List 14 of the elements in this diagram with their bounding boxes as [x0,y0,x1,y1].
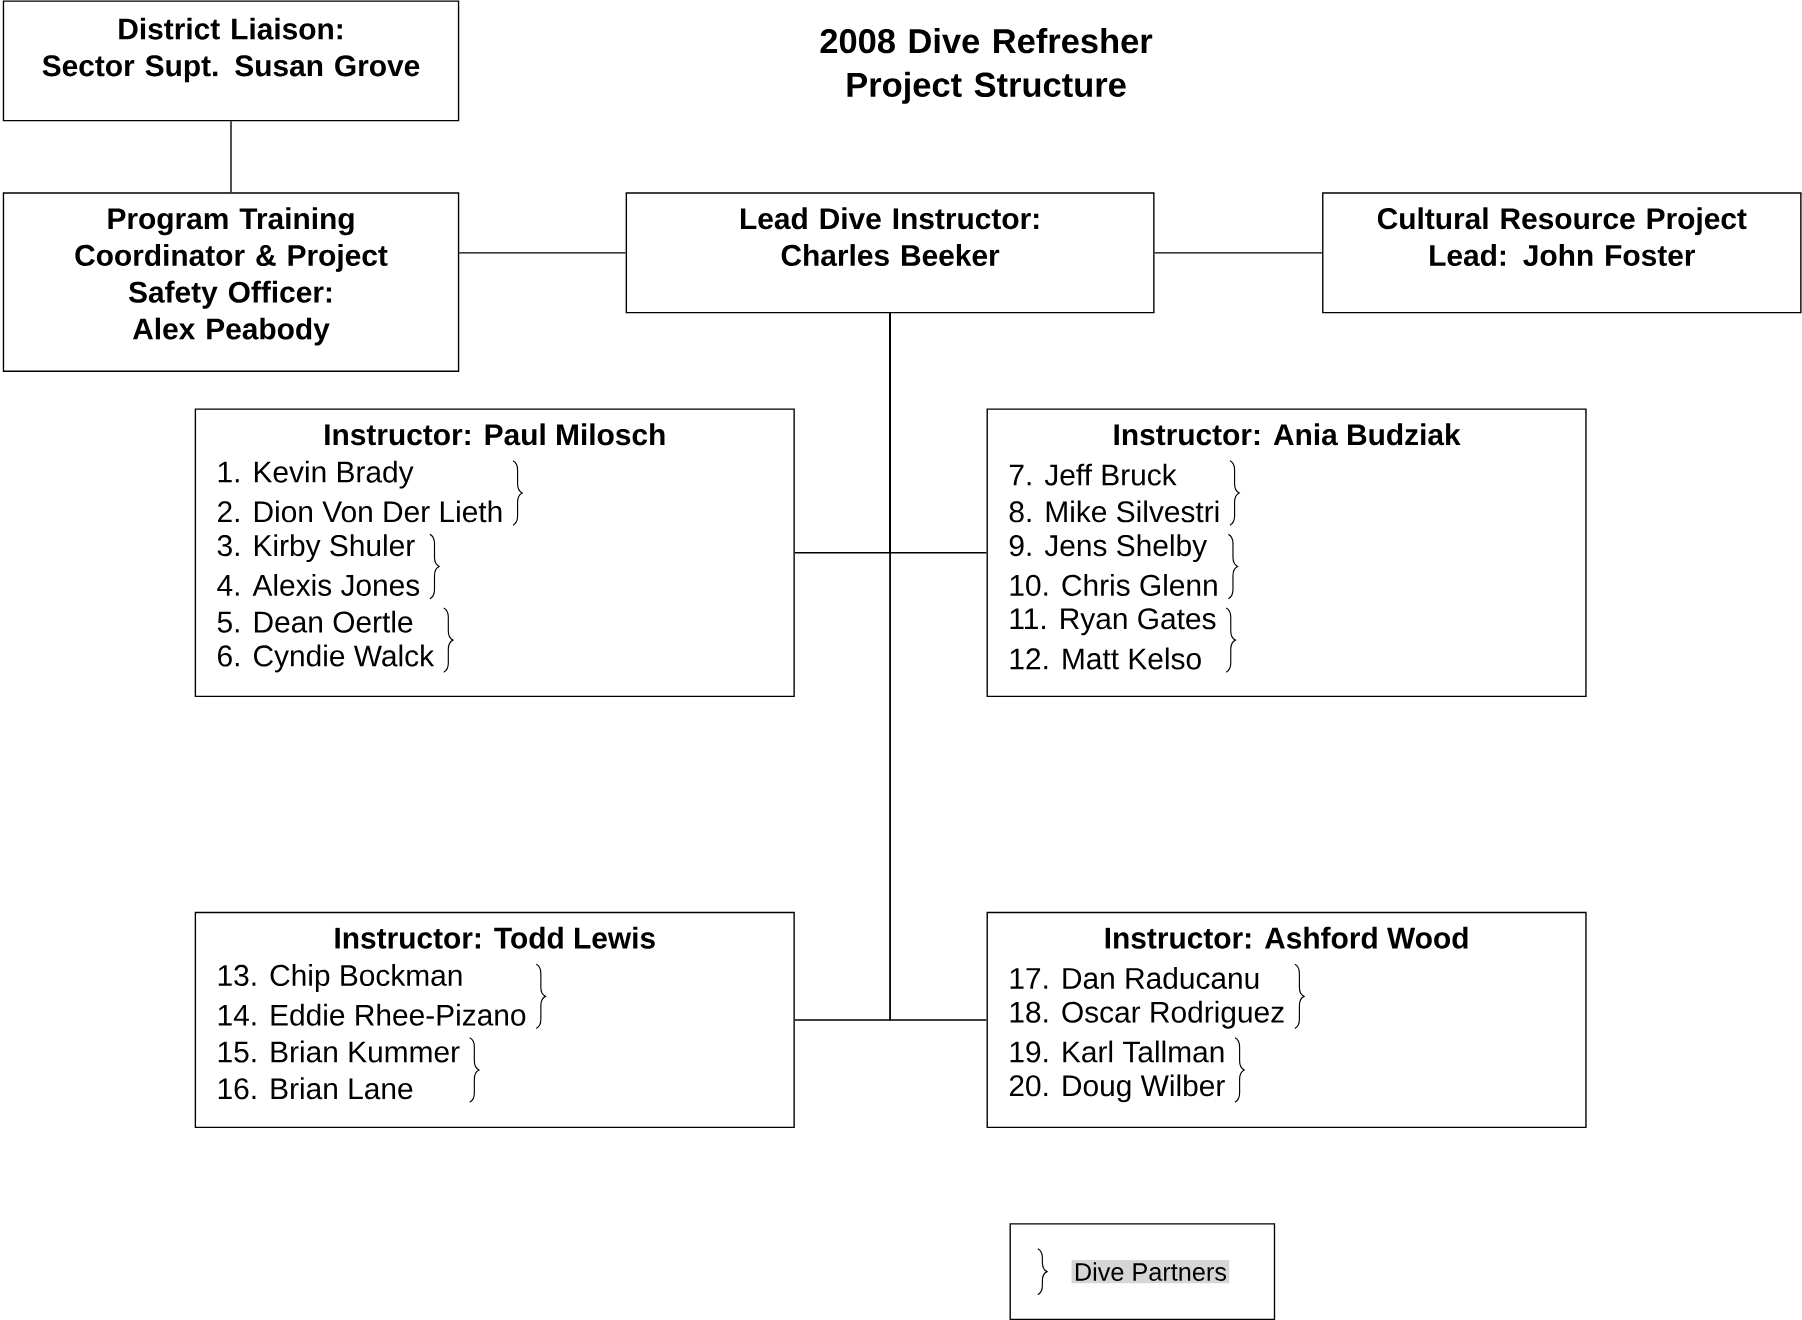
connector-line [1153,251,1323,254]
org-box: Instructor: Ashford Wood 17. Dan Raducanu 18. Oscar Rodriguez 19. Karl Tallman 20. Doug Wilber [986,911,1587,1128]
connector-line [458,251,627,254]
connector-line [230,120,232,193]
legend-label: Dive Partners [1071,1259,1230,1283]
org-box: Instructor: Todd Lewis 13. Chip Bockman 14. Eddie Rhee-Pizano 15. Brian Kummer 16. Brian Lane [194,911,795,1128]
org-box: Instructor: Ania Budziak 7. Jeff Bruck 8. Mike Silvestri 9. Jens Shelby 10. Chris Glenn 11. Ryan Gates 12. Matt Kelso [986,408,1587,697]
org-box: District Liaison: Sector Supt. Susan Grove [2,0,460,122]
org-box: Cultural Resource Project Lead: John Foster [1322,192,1802,314]
org-box: Program Training Coordinator & Project Safety Officer: Alex Peabody [2,192,460,372]
title: 2008 Dive Refresher Project Structure [820,27,1153,104]
org-box: Instructor: Paul Milosch 1. Kevin Brady 2. Dion Von Der Lieth 3. Kirby Shuler 4. Alexis Jones 5. Dean Oertle 6. Cyndie Walck [194,408,795,697]
connector-line [889,312,988,1021]
org-box: Lead Dive Instructor: Charles Beeker [625,192,1155,314]
